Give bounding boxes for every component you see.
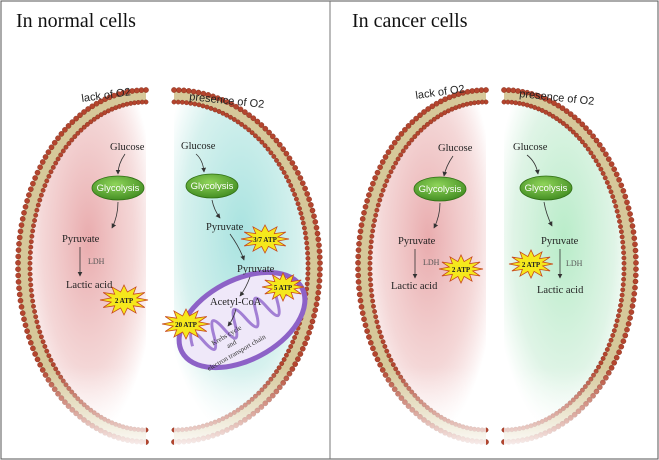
cancer-left-atp-badge: 2 ATP [438,254,484,284]
normal-right-glycolysis-node [185,173,239,199]
arrow-pyruvate-acetyl [239,276,251,297]
arrow-glucose-glycolysis [115,153,126,175]
normal-left-glucose: Glucose [110,142,145,153]
normal-right-acetyl-coa: Acetyl-CoA [210,297,262,308]
normal-cells-title: In normal cells [16,10,136,32]
atp-starburst [438,254,484,284]
cancer-left-atp-label: 2 ATP [452,266,471,274]
normal-anoxic-pathway: lack of O2 Glucose Glycolysis Pyruvate L… [62,86,149,316]
cancer-anoxic-pathway: lack of O2 Glucose Glycolysis Pyruvate L… [391,83,484,292]
bottom-fade [504,86,640,446]
normal-right-atp-mito-badge: 5 ATP [261,272,305,302]
normal-left-lactic-acid: Lactic acid [66,280,113,291]
normal-right-atp-glycolysis-badge: 3/7 ATP [240,224,290,254]
atp-starburst [508,249,554,279]
normal-right-atp-krebs-badge: 20 ATP [161,308,211,340]
arrow-glucose-glycolysis [195,153,207,173]
cancer-left-lactic-acid: Lactic acid [391,281,438,292]
atp-starburst [99,284,149,316]
cancer-right-lactic-acid: Lactic acid [537,285,584,296]
cancer-left-glycolysis-node [413,176,467,202]
atp-starburst [261,272,305,302]
normal-left-glycolysis-node [91,175,145,201]
cancer-right-atp-badge: 2 ATP [508,249,554,279]
cancer-right-glycolysis-node [519,175,573,201]
cancer-left-glucose: Glucose [438,143,473,154]
normal-right-glucose: Glucose [181,141,216,152]
cancer-left-ldh: LDH [423,258,440,267]
normal-right-pyruvate: Pyruvate [206,222,244,233]
normal-right-atp-glycolysis-label: 3/7 ATP [253,236,278,244]
cancer-left-pyruvate: Pyruvate [398,236,436,247]
arrow-glucose-glycolysis [526,154,540,175]
normal-left-atp-badge: 2 ATP [99,284,149,316]
normal-left-atp-label: 2 ATP [115,297,134,305]
normal-oxic-pathway: presence of O2 Glucose Glycolysis Pyruva… [161,91,308,373]
mitochondrion-cristae [189,285,290,351]
cancer-right-ldh: LDH [566,259,583,268]
normal-right-glycolysis-label: Glycolysis [191,181,234,192]
cancer-left-glycolysis-label: Glycolysis [419,184,462,195]
arrow-glycolysis-pyruvate [111,201,119,229]
arrow-glucose-glycolysis [442,155,454,177]
cancer-anoxic-half-cell [354,86,489,446]
arrow-glycolysis-pyruvate [211,199,221,219]
atp-starburst [161,308,211,340]
normal-left-pyruvate: Pyruvate [62,234,100,245]
cancer-right-pyruvate: Pyruvate [541,236,579,247]
atp-starburst [240,224,290,254]
bottom-fade [354,86,486,446]
arrow-glycolysis-pyruvate [433,202,441,229]
cancer-right-glycolysis-label: Glycolysis [525,183,568,194]
normal-right-atp-krebs-label: 20 ATP [175,321,198,329]
cancer-cells-title: In cancer cells [352,10,468,32]
arrow-glycolysis-pyruvate [543,201,553,227]
normal-anoxic-half-cell [14,86,149,446]
normal-left-glycolysis-label: Glycolysis [97,183,140,194]
normal-right-atp-mito-label: 5 ATP [274,284,293,292]
arrow-pyruvate-mito [229,233,245,261]
arrow-acetyl-krebs [227,308,237,327]
cancer-right-glucose: Glucose [513,142,548,153]
cancer-right-atp-label: 2 ATP [522,261,541,269]
normal-left-ldh: LDH [88,257,105,266]
normal-right-mito-pyruvate: Pyruvate [237,264,275,275]
